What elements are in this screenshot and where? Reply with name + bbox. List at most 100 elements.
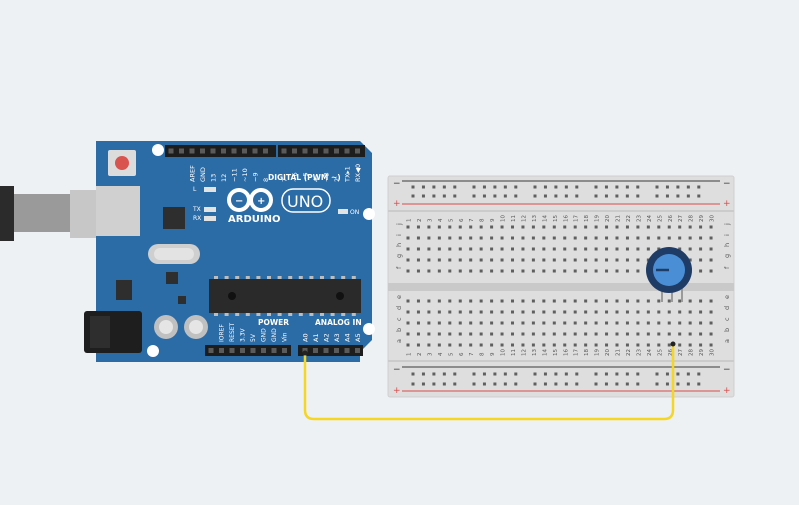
- terminal-hole[interactable]: [437, 236, 441, 240]
- terminal-hole[interactable]: [584, 225, 588, 229]
- reset-button[interactable]: [115, 156, 129, 170]
- terminal-hole[interactable]: [416, 258, 420, 262]
- digital-header-socket[interactable]: [200, 148, 205, 154]
- terminal-hole[interactable]: [709, 236, 713, 240]
- terminal-hole[interactable]: [573, 269, 577, 273]
- terminal-hole[interactable]: [542, 258, 546, 262]
- terminal-hole[interactable]: [406, 269, 410, 273]
- terminal-hole[interactable]: [636, 225, 640, 229]
- terminal-hole[interactable]: [688, 299, 692, 303]
- terminal-hole[interactable]: [646, 343, 650, 347]
- rail-hole[interactable]: [636, 194, 640, 198]
- terminal-hole[interactable]: [427, 299, 431, 303]
- power-rail-holes[interactable]: [411, 185, 701, 386]
- terminal-hole[interactable]: [584, 299, 588, 303]
- terminal-hole[interactable]: [594, 247, 598, 251]
- terminal-hole[interactable]: [458, 299, 462, 303]
- terminal-hole[interactable]: [469, 269, 473, 273]
- terminal-hole[interactable]: [437, 258, 441, 262]
- terminal-hole[interactable]: [448, 321, 452, 325]
- terminal-hole[interactable]: [458, 332, 462, 336]
- terminal-hole[interactable]: [448, 269, 452, 273]
- terminal-hole[interactable]: [678, 299, 682, 303]
- rail-hole[interactable]: [493, 382, 497, 386]
- rail-hole[interactable]: [503, 372, 507, 376]
- terminal-hole[interactable]: [511, 343, 514, 347]
- power-pin-header[interactable]: [205, 345, 291, 356]
- terminal-hole[interactable]: [667, 310, 671, 314]
- terminal-hole[interactable]: [511, 321, 514, 325]
- power-header-socket[interactable]: [229, 348, 235, 353]
- rail-hole[interactable]: [697, 185, 701, 189]
- terminal-hole[interactable]: [688, 225, 692, 229]
- terminal-hole[interactable]: [437, 299, 441, 303]
- terminal-hole[interactable]: [406, 236, 410, 240]
- digital-header-socket[interactable]: [168, 148, 174, 154]
- power-header-socket[interactable]: [261, 348, 266, 353]
- terminal-hole[interactable]: [490, 236, 494, 240]
- terminal-hole[interactable]: [594, 321, 598, 325]
- yellow-wire-a0[interactable]: [303, 342, 675, 421]
- rail-hole[interactable]: [411, 372, 415, 376]
- rail-hole[interactable]: [503, 382, 507, 386]
- terminal-hole[interactable]: [615, 321, 619, 325]
- terminal-hole[interactable]: [416, 247, 420, 251]
- terminal-hole[interactable]: [521, 225, 525, 229]
- potentiometer[interactable]: [646, 247, 692, 302]
- terminal-hole[interactable]: [511, 247, 514, 251]
- terminal-hole[interactable]: [427, 332, 431, 336]
- terminal-hole[interactable]: [511, 236, 514, 240]
- terminal-hole[interactable]: [646, 310, 650, 314]
- terminal-hole[interactable]: [688, 332, 692, 336]
- terminal-hole[interactable]: [458, 258, 462, 262]
- rail-hole[interactable]: [482, 382, 486, 386]
- terminal-hole[interactable]: [406, 310, 410, 314]
- terminal-hole[interactable]: [678, 321, 682, 325]
- terminal-hole[interactable]: [573, 310, 577, 314]
- rail-hole[interactable]: [686, 185, 690, 189]
- terminal-hole[interactable]: [531, 269, 535, 273]
- terminal-hole[interactable]: [531, 225, 535, 229]
- terminal-hole[interactable]: [584, 343, 588, 347]
- terminal-hole[interactable]: [437, 310, 441, 314]
- terminal-hole[interactable]: [678, 310, 682, 314]
- terminal-hole[interactable]: [479, 332, 483, 336]
- terminal-hole[interactable]: [688, 321, 692, 325]
- terminal-hole[interactable]: [678, 236, 682, 240]
- terminal-hole[interactable]: [521, 321, 525, 325]
- rail-hole[interactable]: [615, 382, 619, 386]
- terminal-hole[interactable]: [469, 299, 473, 303]
- terminal-hole[interactable]: [542, 299, 546, 303]
- terminal-hole[interactable]: [678, 332, 682, 336]
- terminal-hole[interactable]: [605, 343, 609, 347]
- rail-hole[interactable]: [432, 194, 436, 198]
- terminal-hole[interactable]: [678, 247, 682, 251]
- terminal-hole[interactable]: [573, 258, 577, 262]
- rail-hole[interactable]: [564, 194, 568, 198]
- rail-hole[interactable]: [543, 372, 547, 376]
- rail-hole[interactable]: [554, 372, 558, 376]
- terminal-hole[interactable]: [563, 332, 567, 336]
- terminal-hole[interactable]: [636, 247, 640, 251]
- terminal-hole[interactable]: [542, 236, 546, 240]
- terminal-hole[interactable]: [563, 343, 567, 347]
- terminal-hole[interactable]: [406, 332, 410, 336]
- rail-hole[interactable]: [442, 372, 446, 376]
- rail-hole[interactable]: [554, 194, 558, 198]
- rail-hole[interactable]: [615, 194, 619, 198]
- terminal-hole[interactable]: [688, 247, 692, 251]
- digital-header-socket[interactable]: [231, 148, 237, 154]
- power-header-socket[interactable]: [219, 348, 224, 353]
- digital-header-socket[interactable]: [334, 148, 339, 154]
- rail-hole[interactable]: [421, 185, 425, 189]
- digital-header-socket[interactable]: [323, 148, 329, 154]
- rail-hole[interactable]: [697, 194, 701, 198]
- terminal-hole[interactable]: [699, 321, 703, 325]
- breadboard[interactable]: − + − + − + − + 112233445566778899101011…: [387, 175, 735, 398]
- terminal-hole[interactable]: [437, 343, 441, 347]
- terminal-hole[interactable]: [584, 247, 588, 251]
- rail-hole[interactable]: [554, 382, 558, 386]
- terminal-hole[interactable]: [667, 321, 671, 325]
- terminal-hole[interactable]: [490, 225, 494, 229]
